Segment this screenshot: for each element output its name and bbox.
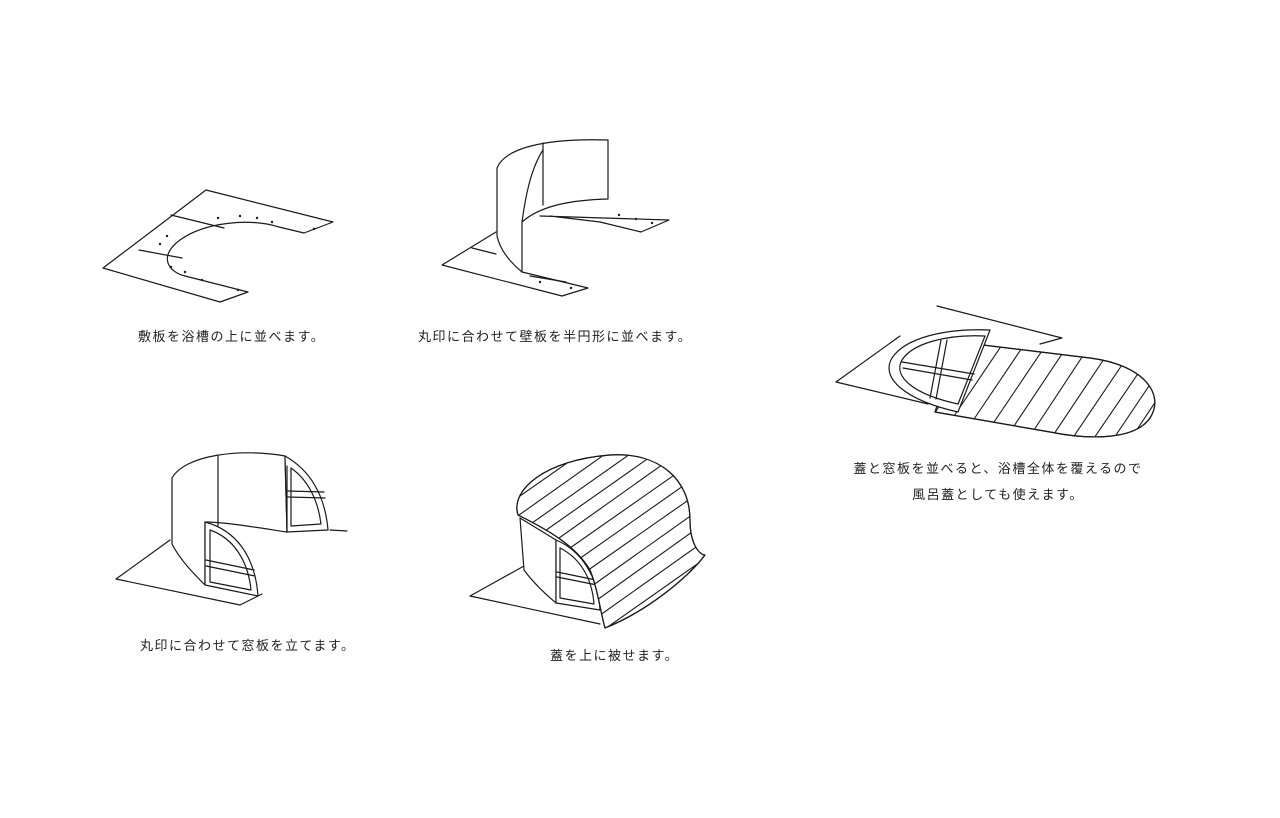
step-5-caption-line-1: 蓋と窓板を並べると、浴槽全体を覆えるので: [853, 462, 1143, 477]
step-2-caption: 丸印に合わせて壁板を半円形に並べます。: [418, 330, 693, 345]
step-3-caption: 丸印に合わせて窓板を立てます。: [140, 639, 356, 654]
step-4-caption: 蓋を上に被せます。: [550, 649, 680, 664]
step-5-caption-line-2: 風呂蓋としても使えます。: [912, 488, 1084, 503]
step-1-caption: 敷板を浴槽の上に並べます。: [138, 330, 326, 345]
step-5-caption: 蓋と窓板を並べると、浴槽全体を覆えるので 風呂蓋としても使えます。: [838, 457, 1158, 509]
